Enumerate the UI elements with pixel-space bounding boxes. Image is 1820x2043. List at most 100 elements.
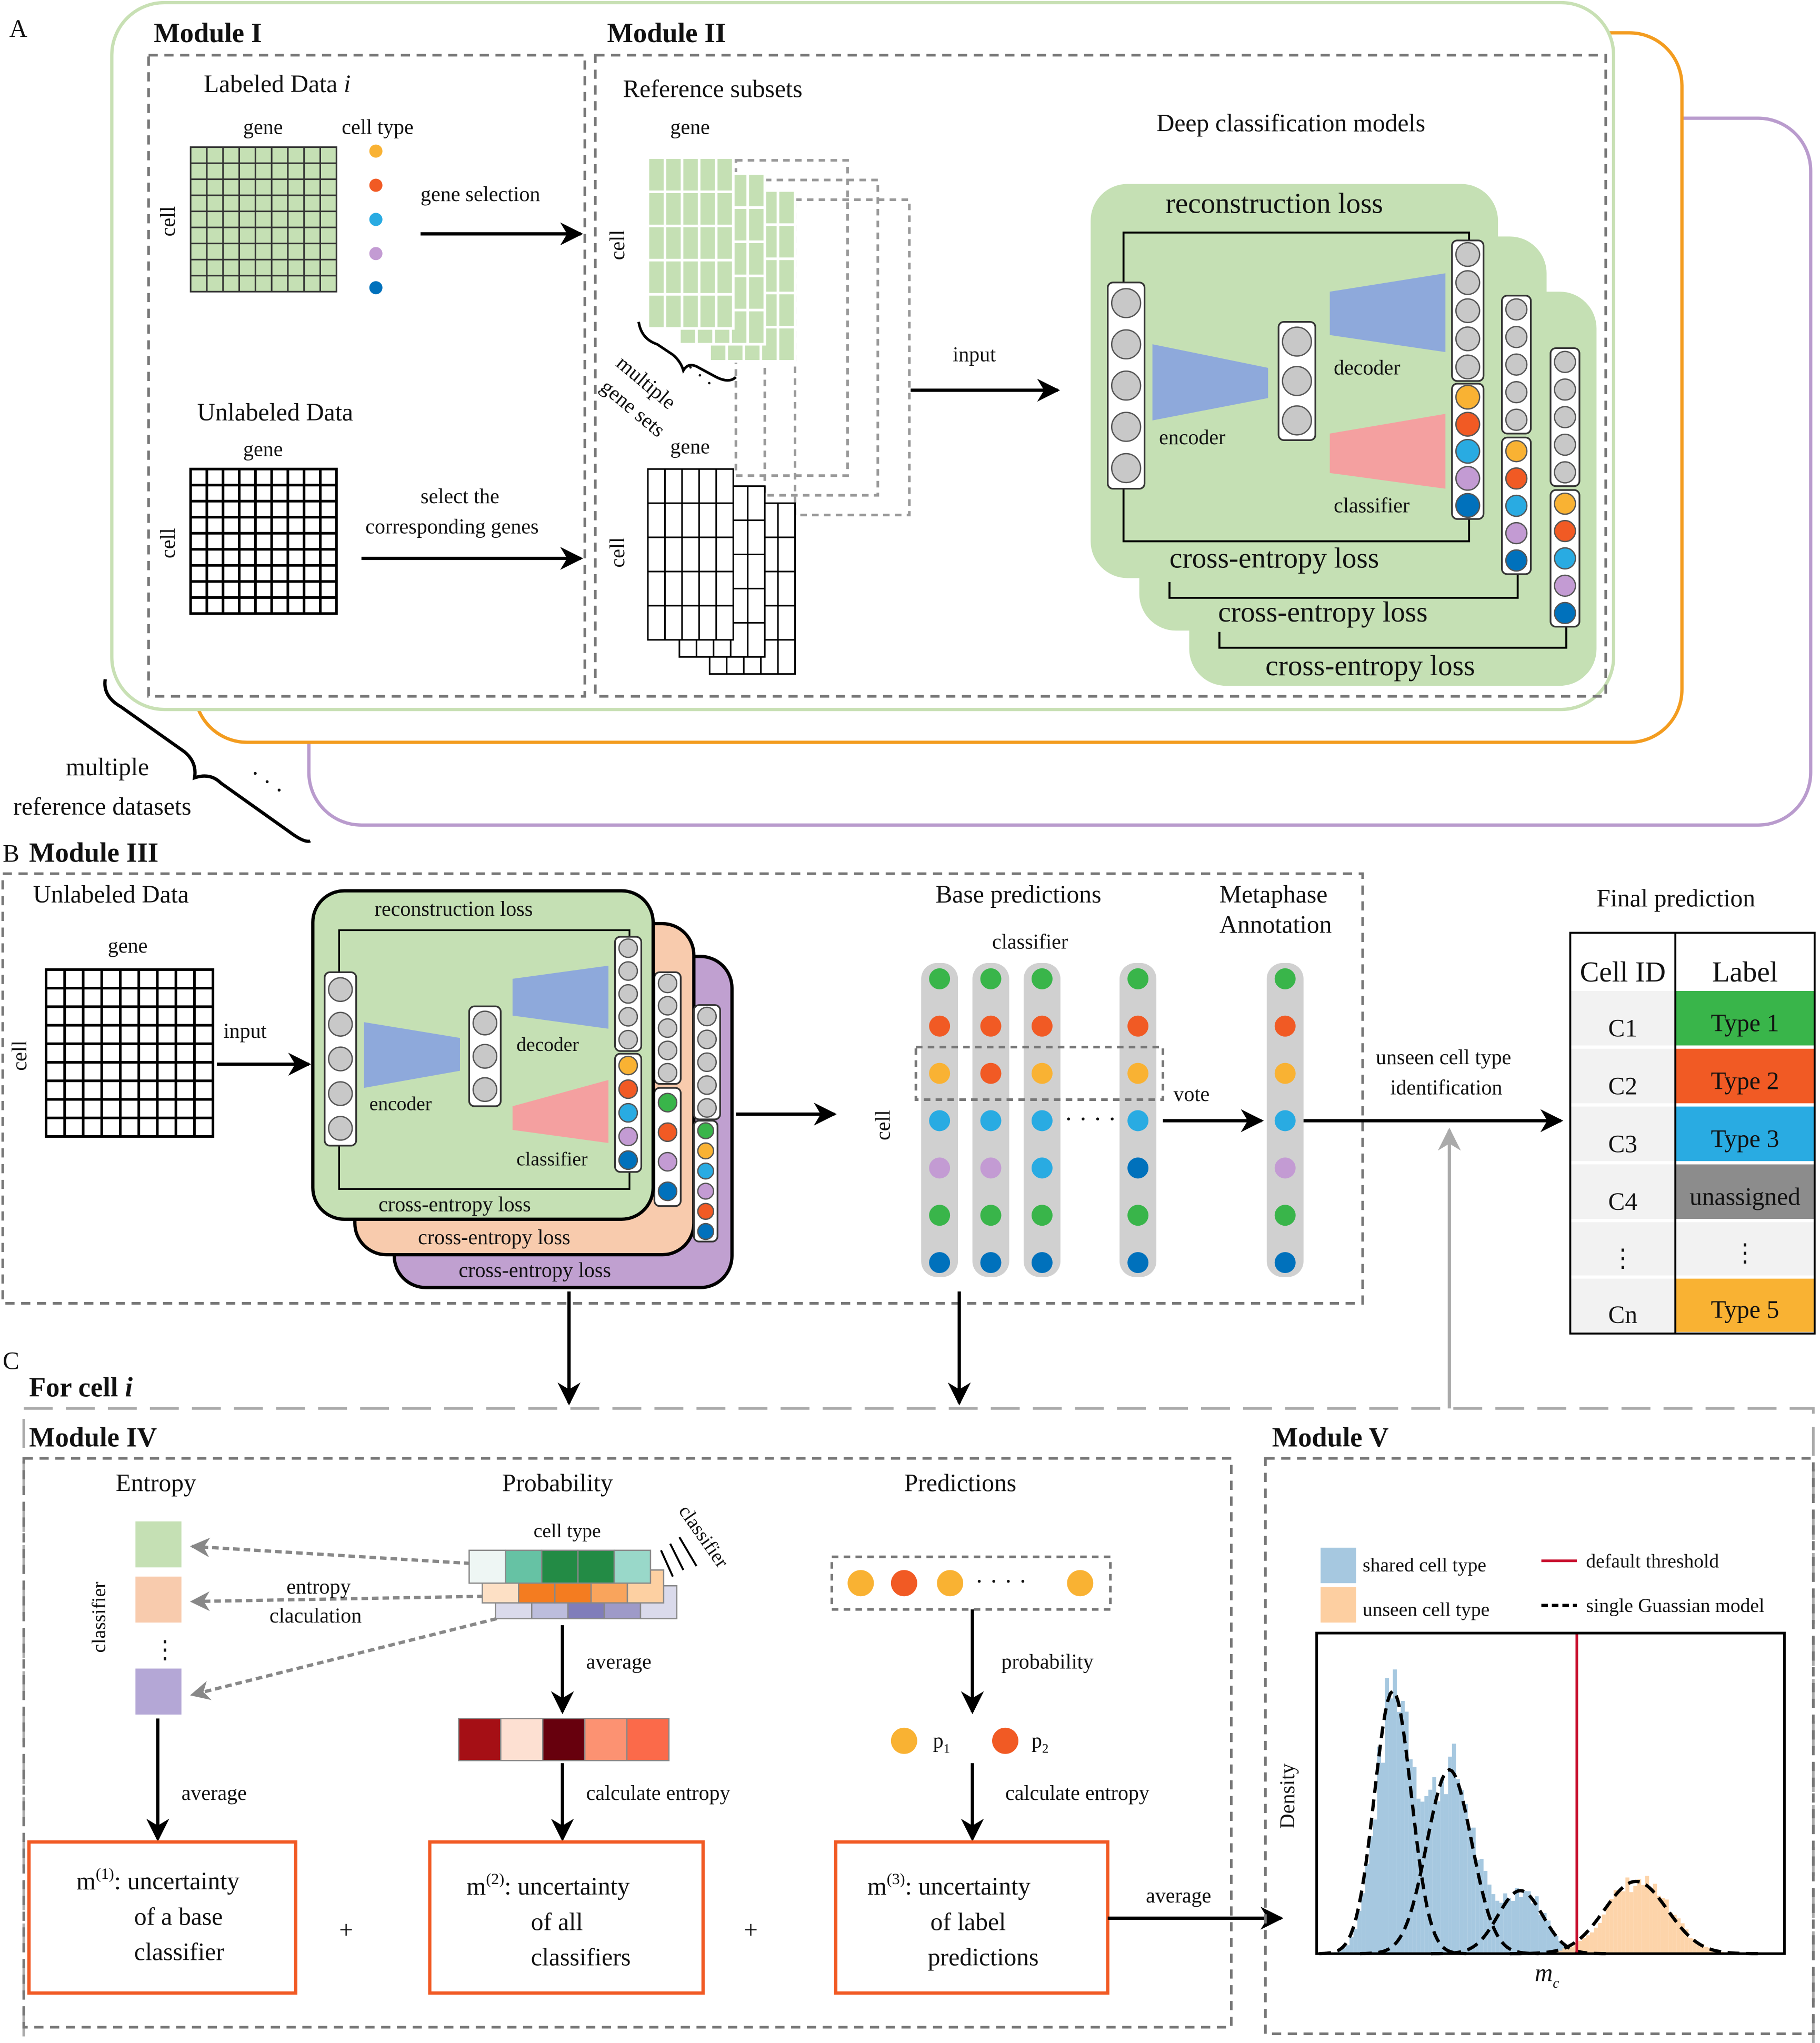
histogram-bar-shared — [1393, 1669, 1397, 1954]
node — [472, 1044, 498, 1069]
node — [1455, 354, 1481, 379]
node — [1554, 547, 1576, 570]
classifier-label: classifier — [992, 929, 1068, 953]
node — [1505, 494, 1528, 517]
entropy-calculation-label-1: entropy — [286, 1575, 351, 1598]
node — [1554, 433, 1576, 456]
prediction-dot — [929, 1252, 951, 1274]
node — [1455, 493, 1481, 518]
svg-text:classifier: classifier — [134, 1939, 224, 1966]
histogram-bar-shared — [1562, 1942, 1566, 1954]
gaussian-curve — [1431, 1889, 1610, 1956]
histogram-bar-shared — [1546, 1920, 1551, 1954]
entropy-square-2 — [135, 1576, 182, 1623]
gene-selection-label: gene selection — [421, 182, 540, 206]
legend-threshold-label: default threshold — [1586, 1550, 1719, 1572]
gaussian-curve — [1509, 1879, 1762, 1956]
node — [1455, 384, 1481, 410]
node — [657, 1063, 678, 1083]
classifier-label: classifier — [516, 1148, 588, 1170]
cell-id: C4 — [1608, 1188, 1637, 1216]
node — [618, 1007, 638, 1027]
histogram-bar-shared — [1499, 1902, 1504, 1954]
node — [657, 1151, 678, 1172]
histogram-bar-shared — [1436, 1801, 1441, 1954]
calculate-entropy-label: calculate entropy — [586, 1781, 731, 1805]
probability-cell — [468, 1549, 506, 1584]
node — [1554, 602, 1576, 625]
cell-id: C3 — [1608, 1130, 1637, 1158]
gene-label: gene — [670, 115, 709, 139]
base-predictions-title: Base predictions — [936, 881, 1102, 908]
prediction-dot — [1127, 1205, 1149, 1226]
prediction-dot — [1031, 1015, 1053, 1037]
cross-entropy-loss-label-1: cross-entropy loss — [1169, 542, 1379, 574]
probability-cell — [541, 1549, 579, 1584]
histogram-bar-shared — [1456, 1779, 1460, 1954]
probability-matrices — [468, 1549, 678, 1619]
classifier-column — [1023, 963, 1061, 1277]
loss-path — [1168, 574, 1519, 599]
node — [697, 1142, 715, 1160]
matrix-bg — [189, 146, 337, 293]
cell-type-dot — [369, 281, 383, 295]
histogram-bar-shared — [1432, 1777, 1436, 1954]
node — [1111, 453, 1142, 484]
histogram-bar-unseen — [1704, 1947, 1708, 1954]
histogram-bar-unseen — [1696, 1942, 1701, 1954]
prediction-dot — [980, 1110, 1002, 1131]
histogram-bar-unseen — [1594, 1927, 1598, 1954]
node — [472, 1077, 498, 1103]
average-label: average — [182, 1781, 247, 1805]
histogram-bar-shared — [1428, 1789, 1433, 1954]
reference-subsets-title: Reference subsets — [623, 76, 803, 103]
node — [618, 1079, 638, 1099]
cell-row-highlight — [914, 1046, 1165, 1101]
dots: · · · · — [975, 1568, 1027, 1596]
prediction-dot — [1031, 1205, 1053, 1226]
prediction-dot — [980, 1015, 1002, 1037]
histogram-bar-shared — [1404, 1711, 1409, 1954]
node — [618, 984, 638, 1004]
cell-label: Type 1 — [1711, 1010, 1779, 1037]
entropy-square-n — [135, 1668, 182, 1715]
prediction-dot — [980, 1205, 1002, 1226]
label-bg — [1675, 1047, 1815, 1105]
prediction-dot — [1031, 1110, 1053, 1131]
latent-layer — [1277, 321, 1316, 441]
histogram-bar-shared — [1444, 1794, 1448, 1954]
histogram-bar-unseen — [1558, 1950, 1563, 1954]
prediction-dot — [1274, 1015, 1296, 1037]
histogram-bar-unseen — [1653, 1884, 1657, 1954]
final-prediction-title: Final prediction — [1596, 885, 1755, 913]
unlabeled-matrix — [189, 467, 338, 615]
histogram-bar-shared — [1503, 1893, 1507, 1954]
density-histogram — [1319, 1633, 1762, 1956]
cell-id: Cn — [1608, 1301, 1637, 1329]
decoder-shape — [512, 965, 609, 1029]
labeled-data-title: Labeled Data i — [204, 71, 351, 98]
histogram-bar-shared — [1342, 1948, 1346, 1954]
node — [657, 1181, 678, 1201]
prediction-dot — [929, 1157, 951, 1179]
cell-id-bg — [1570, 1047, 1676, 1105]
cell-id-bg — [1570, 1277, 1676, 1334]
prediction-dot — [929, 1015, 951, 1037]
table-border — [1569, 932, 1816, 1335]
histogram-bar-shared — [1527, 1891, 1531, 1954]
multiple-label: multiple — [66, 754, 149, 781]
classifier-column — [1119, 963, 1157, 1277]
cross-entropy-loss-path — [338, 1145, 631, 1190]
histogram-bar-unseen — [1688, 1938, 1693, 1954]
histogram-bar-unseen — [1578, 1940, 1582, 1954]
prediction-dot — [1274, 1157, 1296, 1179]
node — [657, 1122, 678, 1143]
module-3-box — [1, 872, 1364, 1305]
svg-text:of a base: of a base — [134, 1903, 223, 1930]
reconstruction-output-layer — [614, 936, 643, 1052]
node — [1282, 326, 1312, 357]
histogram-bar-shared — [1507, 1898, 1512, 1954]
node — [328, 1081, 353, 1106]
node — [1505, 408, 1528, 431]
probability-cell — [505, 1549, 543, 1584]
